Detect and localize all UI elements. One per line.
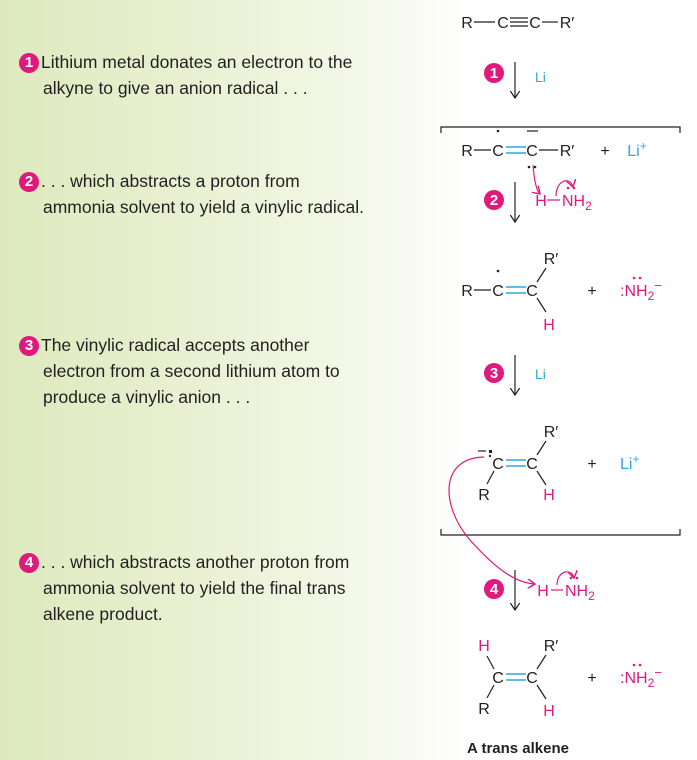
atom-c: C	[526, 456, 538, 473]
ammonia: NH2	[562, 193, 592, 213]
step-badge-2: 2	[484, 190, 504, 210]
lithium-ion: Li+	[620, 452, 639, 473]
reagent-li: Li	[535, 69, 546, 85]
atom-h: H	[543, 487, 555, 504]
atom-r-prime: R′	[544, 638, 559, 655]
atom-r: R	[461, 283, 473, 300]
atom-c: C	[492, 143, 504, 160]
step-4-text: 4. . . which abstracts another proton fr…	[19, 549, 402, 627]
electron-arrow	[448, 456, 535, 584]
svg-text:2: 2	[490, 192, 498, 209]
plus-sign: +	[600, 143, 609, 160]
step-2-text: 2. . . which abstracts a proton from amm…	[19, 168, 402, 220]
atom-c: C	[526, 143, 538, 160]
atom-h: H	[543, 703, 555, 720]
step-line: . . . which abstracts another proton fro…	[41, 552, 350, 572]
step-line: ammonia solvent to yield a vinylic radic…	[43, 197, 364, 217]
atom-h: H	[535, 193, 547, 210]
atom-h: H	[543, 317, 555, 334]
product-caption: A trans alkene	[467, 740, 569, 757]
step-badge-1: 1	[484, 63, 504, 83]
step-badge: 3	[19, 336, 39, 356]
atom-r-prime: R′	[544, 251, 559, 268]
atom-h: H	[537, 583, 549, 600]
atom-r: R	[461, 143, 473, 160]
atom-c: C	[492, 456, 504, 473]
atom-c: C	[492, 670, 504, 687]
electron-arrow	[555, 181, 573, 197]
step-badge: 1	[19, 53, 39, 73]
atom-h: H	[478, 638, 490, 655]
svg-text:4: 4	[490, 581, 499, 598]
svg-text:3: 3	[490, 365, 498, 382]
step-line: The vinylic radical accepts another	[41, 335, 310, 355]
amide-ion: :NH2−	[620, 665, 662, 690]
amide-ion: :NH2−	[620, 278, 662, 303]
svg-text:1: 1	[490, 65, 498, 82]
plus-sign: +	[587, 456, 596, 473]
atom-r-prime: R′	[544, 424, 559, 441]
ammonia: NH2	[565, 583, 595, 603]
step-badge: 2	[19, 172, 39, 192]
atom-r: R	[461, 15, 473, 32]
step-badge-4: 4	[484, 579, 504, 599]
step-badge-3: 3	[484, 363, 504, 383]
step-line: . . . which abstracts a proton from	[41, 171, 300, 191]
lithium-ion: Li+	[627, 139, 646, 160]
atom-r: R	[478, 487, 490, 504]
atom-c: C	[526, 283, 538, 300]
step-line: produce a vinylic anion . . .	[43, 387, 251, 407]
atom-c: C	[497, 15, 509, 32]
atom-r: R	[478, 701, 490, 718]
step-line: alkene product.	[43, 604, 163, 624]
plus-sign: +	[587, 670, 596, 687]
electron-arrow	[533, 164, 540, 194]
step-line: ammonia solvent to yield the final trans	[43, 578, 346, 598]
atom-c: C	[529, 15, 541, 32]
electron-arrow	[556, 572, 574, 586]
reagent-li: Li	[535, 366, 546, 382]
step-badge: 4	[19, 553, 39, 573]
atom-c: C	[492, 283, 504, 300]
step-line: electron from a second lithium atom to	[43, 361, 340, 381]
atom-r-prime: R′	[560, 143, 575, 160]
plus-sign: +	[587, 283, 596, 300]
bracket-bottom	[440, 529, 681, 536]
bracket-top	[440, 126, 681, 133]
step-line: alkyne to give an anion radical . . .	[43, 78, 308, 98]
atom-c: C	[526, 670, 538, 687]
step-line: Lithium metal donates an electron to the	[41, 52, 353, 72]
atom-r-prime: R′	[560, 15, 575, 32]
